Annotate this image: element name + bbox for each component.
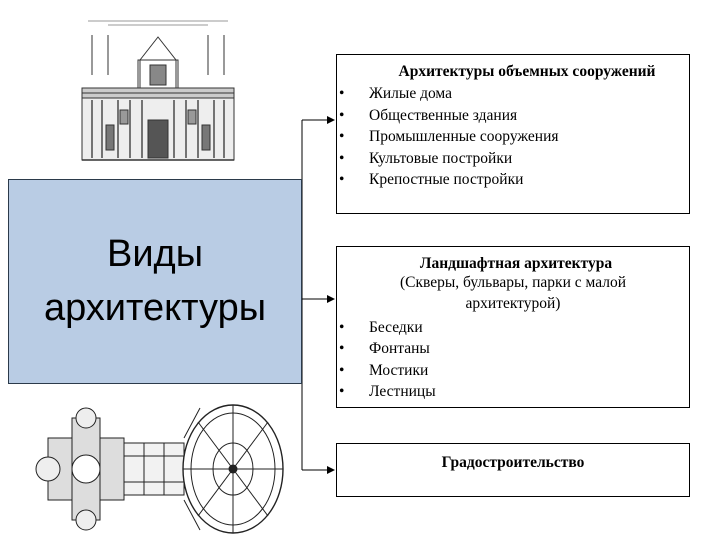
main-title: Виды архитектуры	[43, 233, 267, 329]
box1-title: Архитектуры объемных сооружений	[398, 63, 656, 80]
box1-list: Жилые дома Общественные здания Промышлен…	[339, 83, 689, 191]
urban-planning-box: Градостроительство	[336, 443, 690, 497]
main-category-box: Виды архитектуры	[8, 179, 302, 384]
list-item: Жилые дома	[339, 83, 689, 105]
list-item: Крепостные постройки	[339, 169, 689, 191]
church-facade-illustration	[78, 15, 238, 165]
box2-title: Ландшафтная архитектура	[419, 255, 613, 272]
list-item: Мостики	[339, 360, 689, 382]
list-item: Лестницы	[339, 381, 689, 403]
list-item: Культовые постройки	[339, 148, 689, 170]
floor-plan-illustration	[28, 398, 290, 540]
box2-subtitle: (Скверы, бульвары, парки с малой архитек…	[399, 274, 626, 312]
list-item: Беседки	[339, 317, 689, 339]
list-item: Фонтаны	[339, 338, 689, 360]
landscape-architecture-box: Ландшафтная архитектура (Скверы, бульвар…	[336, 246, 690, 408]
list-item: Промышленные сооружения	[339, 126, 689, 148]
volumetric-architecture-box: Архитектуры объемных сооружений Жилые до…	[336, 54, 690, 214]
list-item: Общественные здания	[339, 105, 689, 127]
box2-list: Беседки Фонтаны Мостики Лестницы	[339, 317, 689, 403]
box3-title: Градостроительство	[441, 454, 585, 471]
